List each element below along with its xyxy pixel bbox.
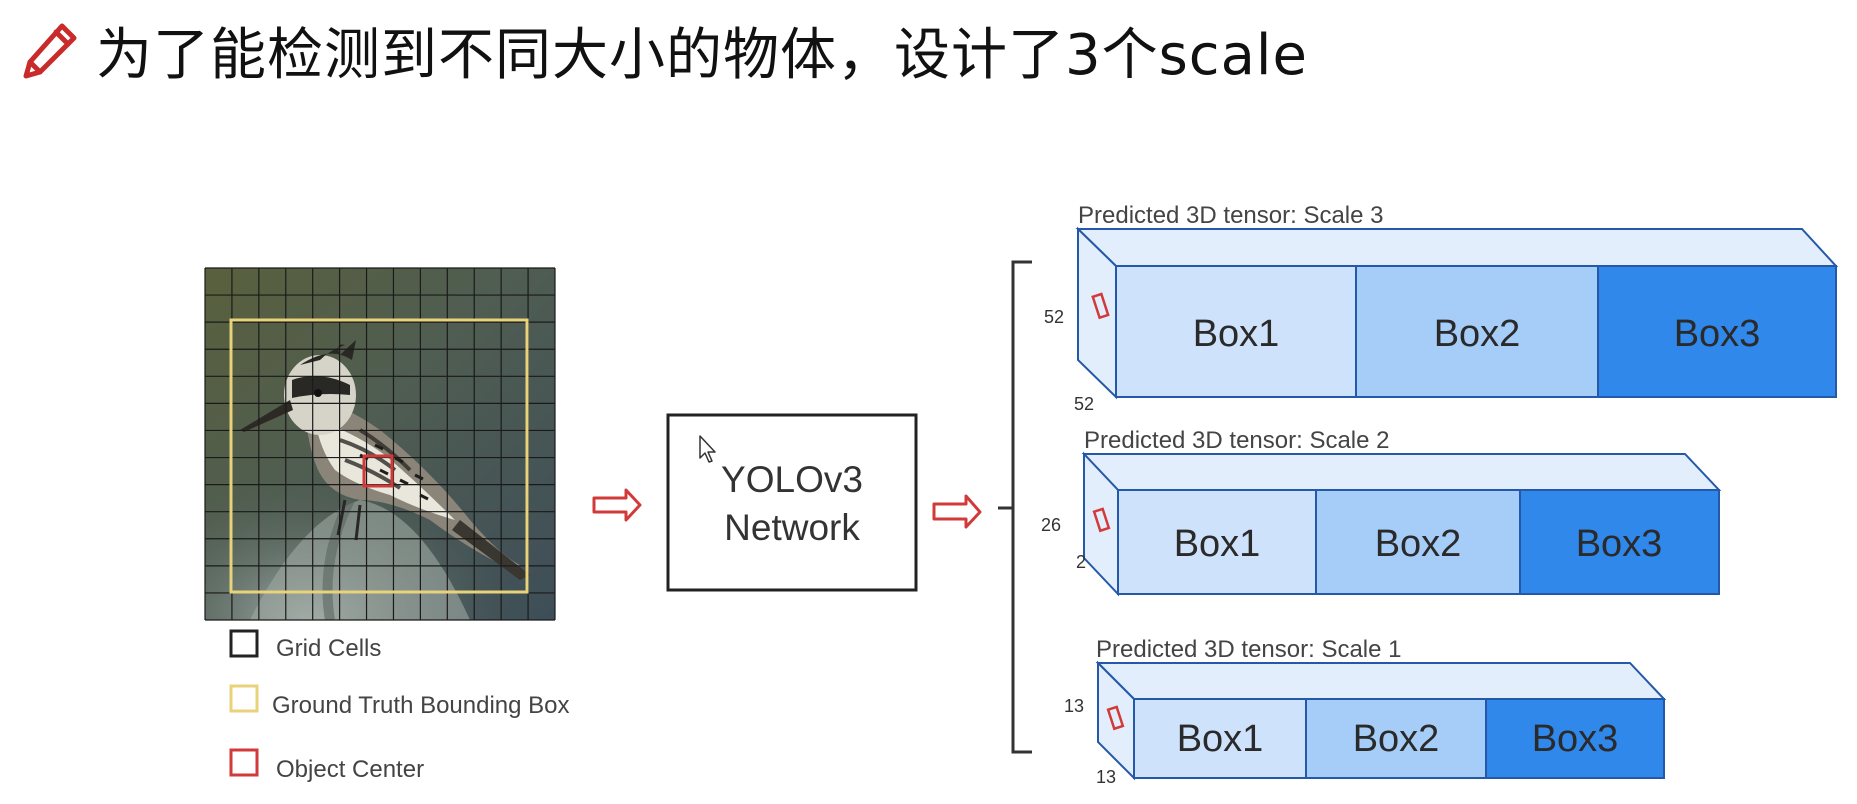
box1-cell	[1117, 489, 1317, 595]
arrow-icon	[932, 494, 982, 529]
bird-photo	[205, 268, 555, 620]
title-row: 为了能检测到不同大小的物体，设计了3个scale	[18, 10, 1308, 90]
object-center-box	[362, 454, 394, 488]
legend-swatch-grid	[229, 629, 259, 658]
tensor-scale-3: Predicted 3D tensor: Scale 3 Box1 Box2 B…	[1044, 202, 1839, 414]
box2-label: Box2	[1353, 718, 1440, 760]
box3-cell	[1485, 698, 1665, 779]
box1-cell	[1133, 698, 1307, 779]
legend-label: Ground Truth Bounding Box	[272, 692, 570, 719]
tensor-caption: Predicted 3D tensor: Scale 2	[1084, 427, 1390, 454]
box1-label: Box1	[1193, 313, 1280, 355]
tensor-depth-label: 13	[1096, 767, 1116, 787]
box2-cell	[1305, 698, 1487, 779]
box1-label: Box1	[1177, 718, 1264, 760]
tensor-height-label: 13	[1064, 696, 1084, 716]
legend-item-object-center: Object Center	[229, 748, 424, 783]
legend-swatch-object-center	[229, 748, 259, 777]
slide-title: 为了能检测到不同大小的物体，设计了3个scale	[96, 22, 1308, 88]
legend-label: Grid Cells	[276, 635, 381, 662]
tensor-height-label: 52	[1044, 307, 1064, 327]
tensor-depth-label: 2	[1076, 552, 1086, 572]
tensor-scale-1: Predicted 3D tensor: Scale 1 Box1 Box2 B…	[1064, 636, 1667, 787]
box2-label: Box2	[1434, 313, 1521, 355]
legend-item-grid-cells: Grid Cells	[229, 629, 381, 662]
mouse-pointer-icon	[699, 435, 716, 463]
tensor-depth-label: 52	[1074, 394, 1094, 414]
output-bracket	[998, 260, 1032, 754]
tensor-caption: Predicted 3D tensor: Scale 1	[1096, 636, 1402, 663]
ground-truth-box	[229, 318, 529, 594]
legend-item-ground-truth: Ground Truth Bounding Box	[229, 684, 570, 719]
box2-label: Box2	[1375, 523, 1462, 565]
tensor-caption: Predicted 3D tensor: Scale 3	[1078, 202, 1384, 229]
box1-cell	[1115, 265, 1357, 398]
tensor-scale-2: Predicted 3D tensor: Scale 2 Box1 Box2 B…	[1041, 427, 1722, 597]
box3-cell	[1597, 265, 1837, 398]
arrow-icon	[592, 488, 642, 522]
box3-cell	[1519, 489, 1720, 595]
box3-label: Box3	[1674, 313, 1761, 355]
legend: Grid Cells Ground Truth Bounding Box Obj…	[229, 629, 570, 783]
yolov3-network-box: YOLOv3 Network	[666, 413, 918, 592]
tensor-height-label: 26	[1041, 515, 1061, 535]
box2-cell	[1315, 489, 1521, 595]
box1-label: Box1	[1174, 523, 1261, 565]
box3-label: Box3	[1576, 523, 1663, 565]
network-label-line1: YOLOv3	[721, 459, 863, 500]
network-label-line2: Network	[724, 507, 860, 548]
legend-label: Object Center	[276, 756, 424, 783]
box3-label: Box3	[1532, 718, 1619, 760]
legend-swatch-ground-truth	[229, 684, 259, 713]
pencil-icon	[18, 18, 82, 82]
